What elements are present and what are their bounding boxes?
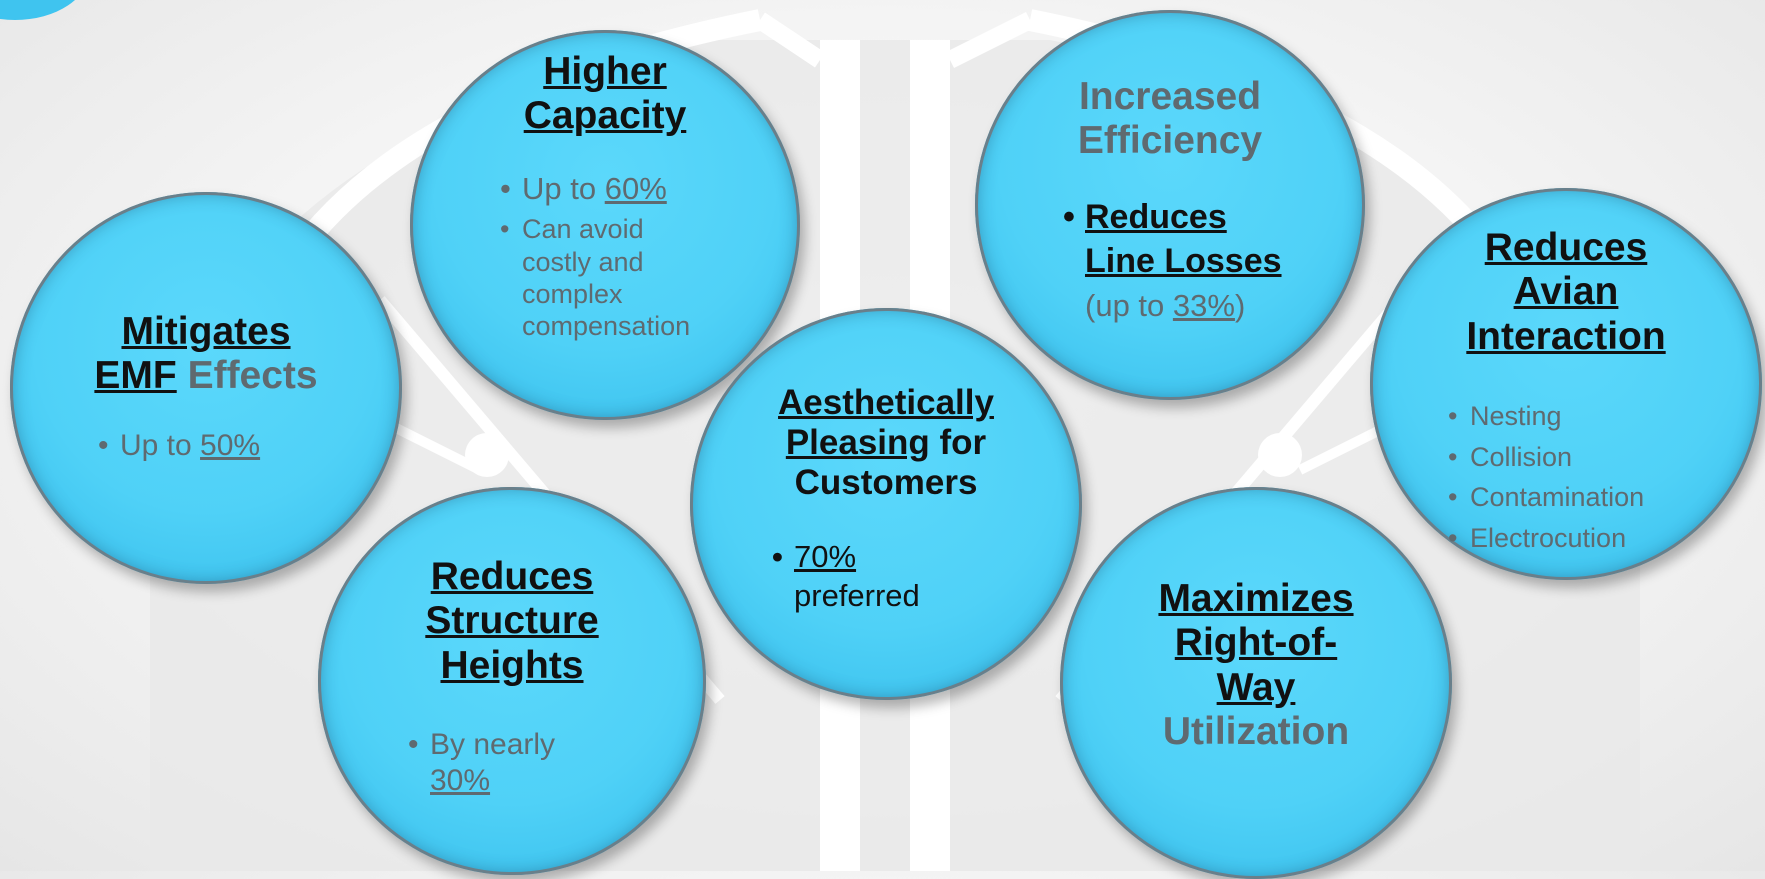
capacity-bullets: •Up to 60% • Can avoid costly and comple…	[490, 170, 800, 343]
emf-title-effects: Effects	[187, 354, 318, 398]
capacity-stat: 60%	[604, 171, 667, 206]
capacity-title-line1: Higher	[543, 50, 667, 93]
aesthetic-bullets: • 70% preferred	[762, 538, 1082, 616]
aesthetic-title: Aesthetically Pleasing for Customers	[690, 383, 1082, 503]
emf-title-emf: EMF	[94, 354, 177, 398]
circle-aesthetic: Aesthetically Pleasing for Customers • 7…	[690, 308, 1082, 700]
aesthetic-title-line3: Customers	[794, 462, 978, 502]
row-title-line2: Right-of-	[1174, 621, 1338, 665]
avian-item-collision: •Collision	[1448, 441, 1573, 472]
avian-item-electrocution: •Electrocution	[1448, 522, 1627, 553]
row-title-line3: Way	[1216, 665, 1296, 709]
row-title-line4: Utilization	[1162, 710, 1350, 754]
capacity-bullet-1: •Up to 60%	[500, 171, 667, 206]
emf-title-line1: Mitigates	[121, 310, 291, 353]
capacity-title-line2: Capacity	[523, 94, 687, 138]
avian-title-line2: Avian	[1513, 270, 1619, 314]
emf-bullet: •Up to 50%	[98, 429, 261, 462]
circle-efficiency: Increased Efficiency • Reduces Line Loss…	[975, 10, 1365, 400]
efficiency-bullets: • Reduces Line Losses (up to 33%)	[1053, 195, 1365, 328]
efficiency-bullet: • Reduces Line Losses (up to 33%)	[1063, 198, 1282, 324]
efficiency-note: (up to 33%)	[1085, 288, 1246, 324]
aesthetic-bullet-rest: preferred	[794, 577, 920, 613]
node-right	[1258, 433, 1302, 477]
aesthetic-title-for: for	[929, 422, 987, 462]
row-title-line1: Maximizes	[1158, 577, 1354, 620]
avian-item-nesting: •Nesting	[1448, 401, 1562, 431]
capacity-bullet-2: • Can avoid costly and complex compensat…	[500, 214, 691, 342]
emf-title: Mitigates EMF Effects	[10, 310, 402, 399]
aesthetic-title-pleasing: Pleasing	[785, 422, 930, 462]
row-title: Maximizes Right-of- Way Utilization	[1060, 577, 1452, 755]
structure-stat: 30%	[430, 764, 491, 797]
circle-emf: Mitigates EMF Effects •Up to 50%	[10, 192, 402, 584]
aesthetic-title-line1: Aesthetically	[778, 383, 994, 422]
aesthetic-stat: 70%	[794, 539, 857, 574]
structure-bullets: • By nearly 30%	[398, 727, 706, 799]
avian-bullets: •Nesting •Collision •Contamination •Elec…	[1438, 396, 1762, 558]
capacity-title: Higher Capacity	[410, 50, 800, 139]
structure-title-line2: Structure	[425, 599, 599, 643]
efficiency-title: Increased Efficiency	[975, 75, 1365, 164]
circle-structure: Reduces Structure Heights • By nearly 30…	[318, 487, 706, 875]
avian-title: Reduces Avian Interaction	[1370, 226, 1762, 359]
structure-title: Reduces Structure Heights	[318, 555, 706, 688]
avian-title-line3: Interaction	[1466, 314, 1666, 358]
structure-bullet: • By nearly 30%	[408, 728, 556, 797]
efficiency-bullet-line2: Line Losses	[1085, 242, 1282, 281]
emf-bullets: •Up to 50%	[88, 429, 402, 463]
efficiency-bullet-line1: Reduces	[1085, 198, 1227, 236]
avian-title-line1: Reduces	[1484, 226, 1648, 269]
node-left	[465, 433, 509, 477]
circle-avian: Reduces Avian Interaction •Nesting •Coll…	[1370, 188, 1762, 580]
circle-row: Maximizes Right-of- Way Utilization	[1060, 487, 1452, 879]
circle-capacity: Higher Capacity •Up to 60% • Can avoid c…	[410, 30, 800, 420]
structure-title-line1: Reduces	[430, 555, 594, 598]
avian-item-contamination: •Contamination	[1448, 482, 1645, 512]
efficiency-title-line1: Increased	[1078, 75, 1262, 118]
efficiency-title-line2: Efficiency	[1077, 119, 1263, 163]
structure-title-line3: Heights	[440, 643, 584, 687]
emf-stat: 50%	[200, 429, 261, 462]
bullet-dot: •	[98, 429, 109, 462]
aesthetic-bullet: • 70% preferred	[772, 539, 920, 613]
efficiency-stat: 33%	[1172, 288, 1235, 324]
